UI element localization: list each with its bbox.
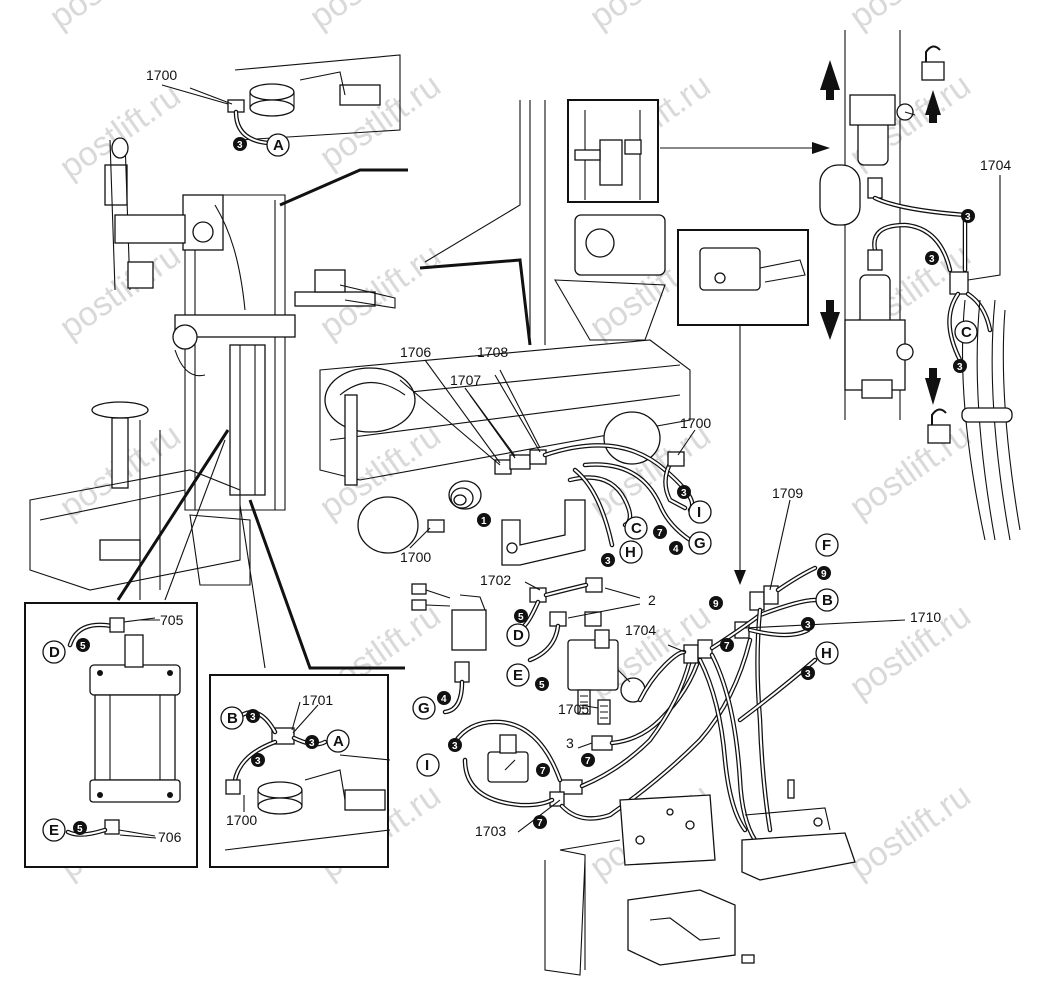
center-head-assembly [319, 100, 695, 566]
part-number-1707: 1707 [450, 372, 481, 388]
hose-size-9: 9 [713, 599, 719, 610]
watermark: postlift.ru [843, 416, 978, 526]
hose-size-7: 7 [585, 756, 591, 767]
connection-letters: A D E B A C I G H C D E G I F B H [42, 133, 978, 842]
connection-letter-i: I [425, 757, 429, 774]
lock-cylinder-detail [819, 30, 1021, 541]
part-number-1709: 1709 [772, 485, 803, 501]
callout-pointer [424, 100, 521, 263]
part-number-2: 2 [648, 592, 656, 608]
leader-lines [119, 84, 1001, 839]
hose-size-4: 4 [673, 544, 679, 555]
hose-size-7: 7 [657, 528, 663, 539]
connection-letter-f: F [822, 537, 831, 554]
hose-size-7: 7 [537, 818, 543, 829]
hose-size-5: 5 [518, 612, 524, 623]
part-number-705: 705 [160, 612, 184, 628]
connection-letter-c: C [961, 324, 972, 341]
part-number-1703: 1703 [475, 823, 506, 839]
hose-size-7: 7 [540, 766, 546, 777]
connection-letter-a: A [333, 733, 344, 750]
hose-size-bullets: 3 5 5 3 3 3 1 7 4 3 3 3 3 3 5 5 4 3 7 7 … [73, 137, 975, 835]
hose-size-3: 3 [805, 669, 811, 680]
hose-size-3: 3 [681, 488, 687, 499]
connection-letter-e: E [513, 667, 523, 684]
connection-letter-g: G [418, 700, 430, 717]
connection-letter-e: E [49, 822, 59, 839]
hose-size-3: 3 [309, 738, 315, 749]
connection-letter-d: D [513, 627, 524, 644]
callout-pointer [248, 499, 405, 670]
hose-size-4: 4 [441, 694, 447, 705]
watermark: postlift.ru [583, 0, 718, 37]
callout-pointer [164, 439, 226, 601]
hose-size-3: 3 [965, 212, 971, 223]
connection-letter-b: B [227, 710, 238, 727]
part-number-1704: 1704 [980, 157, 1011, 173]
valve-assembly [411, 565, 856, 976]
hose-size-7: 7 [724, 641, 730, 652]
callout-pointer [279, 168, 408, 207]
callout-pointer [419, 258, 532, 346]
connection-letter-c: C [631, 520, 642, 537]
part-number-1706: 1706 [400, 344, 431, 360]
hose-size-5: 5 [539, 680, 545, 691]
callout-pointer [239, 504, 266, 669]
hose-size-3: 3 [957, 362, 963, 373]
watermark: postlift.ru [303, 0, 438, 37]
part-number-1704: 1704 [625, 622, 656, 638]
hose-size-3: 3 [452, 741, 458, 752]
part-number-706: 706 [158, 829, 182, 845]
part-number-1710: 1710 [910, 609, 941, 625]
hose-size-3: 3 [250, 712, 256, 723]
hose-size-3: 3 [929, 254, 935, 265]
hose-size-3: 3 [255, 756, 261, 767]
connection-letter-h: H [625, 544, 636, 561]
part-number-3: 3 [566, 735, 574, 751]
watermark: postlift.ru [313, 66, 448, 176]
valve-inset [567, 99, 830, 203]
connection-letter-a: A [273, 137, 284, 154]
connection-letter-b: B [822, 592, 833, 609]
tyre-changer-machine [29, 137, 396, 600]
watermark: postlift.ru [843, 0, 978, 37]
part-number-1702: 1702 [480, 572, 511, 588]
part-number-1705: 1705 [558, 701, 589, 717]
hose-size-3: 3 [805, 620, 811, 631]
hose-size-9: 9 [821, 569, 827, 580]
connection-letter-i: I [697, 504, 701, 521]
part-number-1701: 1701 [302, 692, 333, 708]
part-number-1708: 1708 [477, 344, 508, 360]
part-number-1700: 1700 [400, 549, 431, 565]
connection-letter-d: D [49, 644, 60, 661]
hose-size-1: 1 [481, 516, 487, 527]
tee-detail-box [209, 674, 391, 868]
watermark: postlift.ru [843, 776, 978, 886]
watermark: postlift.ru [43, 0, 178, 37]
hose-size-5: 5 [80, 641, 86, 652]
watermark: postlift.ru [53, 236, 188, 346]
part-number-1700: 1700 [226, 812, 257, 828]
connection-letter-g: G [694, 535, 706, 552]
lever-inset [677, 229, 809, 585]
part-number-1700: 1700 [146, 67, 177, 83]
hose-size-5: 5 [77, 824, 83, 835]
hose-size-3: 3 [237, 140, 243, 151]
hose-size-3: 3 [605, 556, 611, 567]
connection-letter-h: H [821, 645, 832, 662]
callout-pointer [116, 429, 230, 601]
part-number-1700: 1700 [680, 415, 711, 431]
part-number-labels: 1700 705 706 1701 1700 1706 1707 1708 17… [146, 67, 1011, 845]
top-left-detail [189, 54, 401, 146]
